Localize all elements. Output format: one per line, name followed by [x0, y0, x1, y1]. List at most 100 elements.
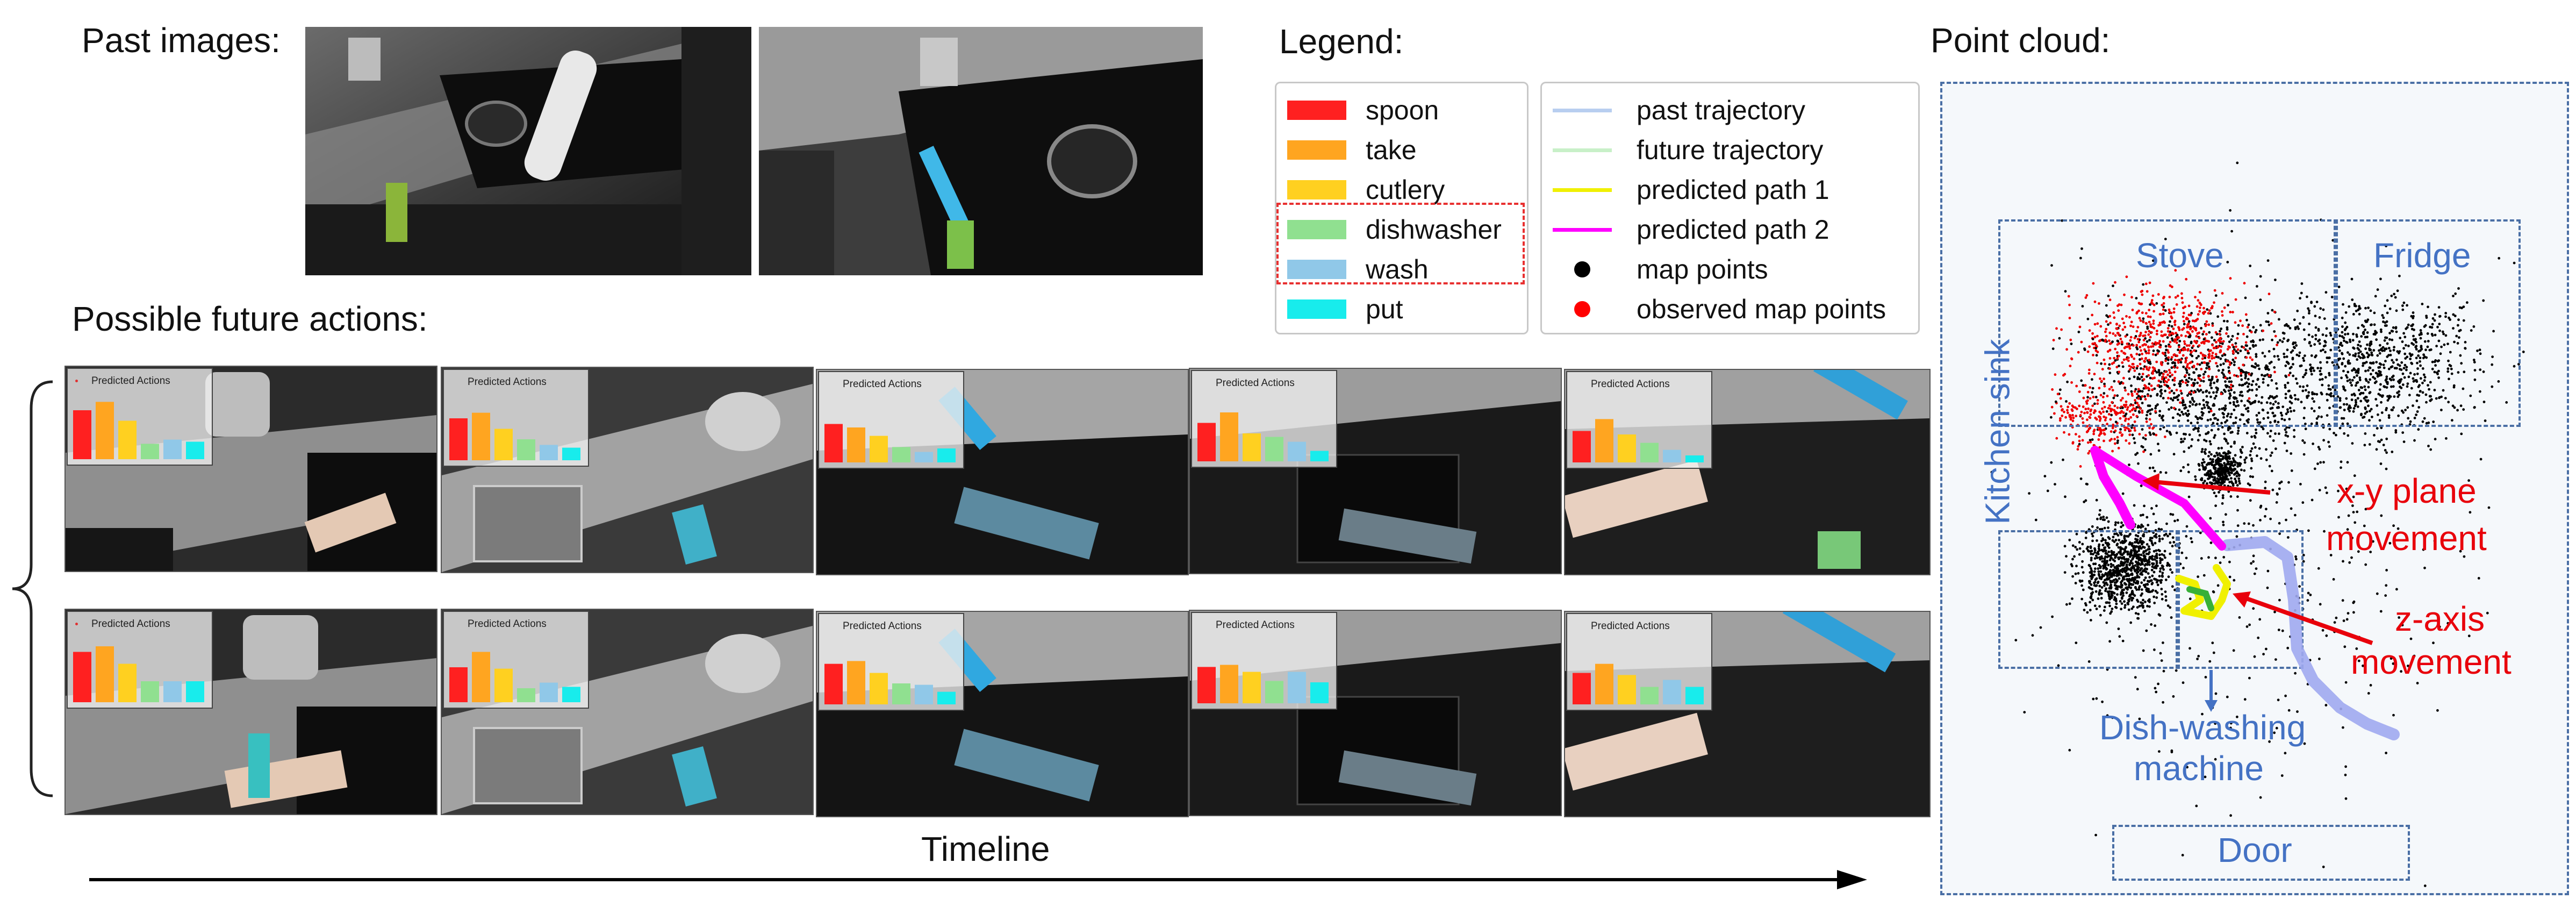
- map-point: [2139, 397, 2142, 401]
- map-point: [2395, 358, 2398, 361]
- inset-title: Predicted Actions: [468, 376, 547, 388]
- past-trajectory-line: [2221, 536, 2400, 740]
- map-point: [2451, 419, 2453, 422]
- map-point: [2383, 366, 2386, 369]
- map-point: [2197, 374, 2200, 377]
- map-point: [2167, 358, 2170, 361]
- map-point: [2313, 400, 2315, 403]
- map-point: [2221, 407, 2223, 410]
- map-point: [2213, 381, 2216, 384]
- map-point: [2296, 325, 2299, 328]
- map-point: [2186, 419, 2190, 422]
- bar-take: [472, 412, 490, 460]
- map-point: [2269, 430, 2272, 432]
- map-point: [2308, 341, 2311, 345]
- map-point: [2479, 390, 2481, 393]
- map-point: [2179, 361, 2183, 364]
- map-point: [2159, 427, 2162, 431]
- map-point: [2435, 345, 2438, 347]
- map-point: [2392, 326, 2395, 329]
- future-frame-r1-c4: Predicted Actions: [1189, 368, 1562, 574]
- map-point: [2407, 323, 2410, 326]
- map-point: [2437, 369, 2440, 373]
- map-point: [2286, 381, 2290, 384]
- map-point: [2422, 356, 2425, 360]
- map-point: [2302, 385, 2305, 388]
- map-point: [2240, 378, 2243, 381]
- map-point: [2205, 439, 2208, 443]
- map-point: [2302, 417, 2306, 419]
- map-point: [2405, 344, 2407, 347]
- map-point: [2116, 340, 2120, 343]
- bar-dishwasher: [1640, 443, 1659, 462]
- map-point: [2194, 415, 2198, 418]
- predicted-actions-bars: [73, 402, 204, 459]
- map-point: [2266, 416, 2270, 419]
- map-point: [2311, 335, 2314, 338]
- map-point: [2232, 401, 2235, 404]
- map-point: [2202, 458, 2205, 461]
- map-point: [2328, 427, 2331, 431]
- map-point: [2357, 372, 2360, 374]
- map-point: [2066, 380, 2069, 383]
- bar-put: [937, 448, 956, 462]
- map-point: [2378, 352, 2381, 355]
- map-point: [2290, 452, 2293, 455]
- map-point: [2257, 400, 2261, 403]
- map-point: [2320, 393, 2323, 396]
- map-point: [2382, 444, 2385, 446]
- map-point: [2431, 317, 2435, 320]
- map-point: [2269, 435, 2272, 438]
- bar-cutlery: [870, 673, 888, 704]
- bar-put: [1310, 451, 1329, 461]
- map-point: [2360, 386, 2364, 389]
- map-point: [2314, 326, 2317, 329]
- bar-take: [847, 661, 865, 704]
- map-point: [2173, 383, 2176, 387]
- map-point: [2229, 402, 2231, 404]
- map-point: [2059, 388, 2062, 391]
- map-point: [2116, 394, 2119, 397]
- map-point: [2128, 463, 2130, 466]
- map-point: [2358, 305, 2360, 308]
- map-point: [2158, 374, 2161, 376]
- predicted-actions-bars: [1197, 412, 1329, 461]
- map-point: [2265, 401, 2269, 404]
- bar-cutlery: [1618, 675, 1636, 704]
- map-point: [2213, 339, 2216, 342]
- map-point: [2302, 375, 2305, 379]
- map-point: [2273, 330, 2276, 333]
- map-point: [2195, 368, 2198, 370]
- map-point: [2103, 392, 2106, 395]
- map-point: [2141, 428, 2144, 431]
- legend-label: past trajectory: [1637, 95, 1806, 125]
- map-point: [2453, 340, 2456, 344]
- map-point: [2309, 344, 2313, 347]
- map-point: [2255, 414, 2258, 417]
- map-point: [2247, 410, 2250, 413]
- map-point: [2310, 422, 2313, 425]
- map-point: [2216, 365, 2219, 368]
- map-point: [2184, 412, 2187, 415]
- map-point: [2222, 319, 2226, 323]
- map-point: [2192, 400, 2195, 403]
- legend-item-dishwasher: dishwasher: [1287, 213, 1502, 246]
- map-point: [2318, 338, 2321, 341]
- map-point: [2271, 338, 2273, 341]
- map-point: [2191, 403, 2194, 406]
- map-point: [2387, 367, 2391, 370]
- map-point: [2356, 405, 2359, 408]
- map-point: [2283, 352, 2285, 355]
- map-point: [2250, 365, 2254, 368]
- map-point: [2183, 432, 2185, 436]
- map-point: [2237, 429, 2240, 432]
- predicted-actions-inset: Predicted Actions: [1191, 612, 1337, 710]
- map-point: [2356, 374, 2358, 377]
- map-point: [2259, 298, 2262, 301]
- map-point: [2195, 356, 2198, 360]
- map-point: [2205, 395, 2208, 398]
- map-point: [2428, 348, 2431, 352]
- map-point: [2319, 367, 2322, 370]
- map-point: [2130, 426, 2133, 429]
- map-point: [2188, 400, 2192, 403]
